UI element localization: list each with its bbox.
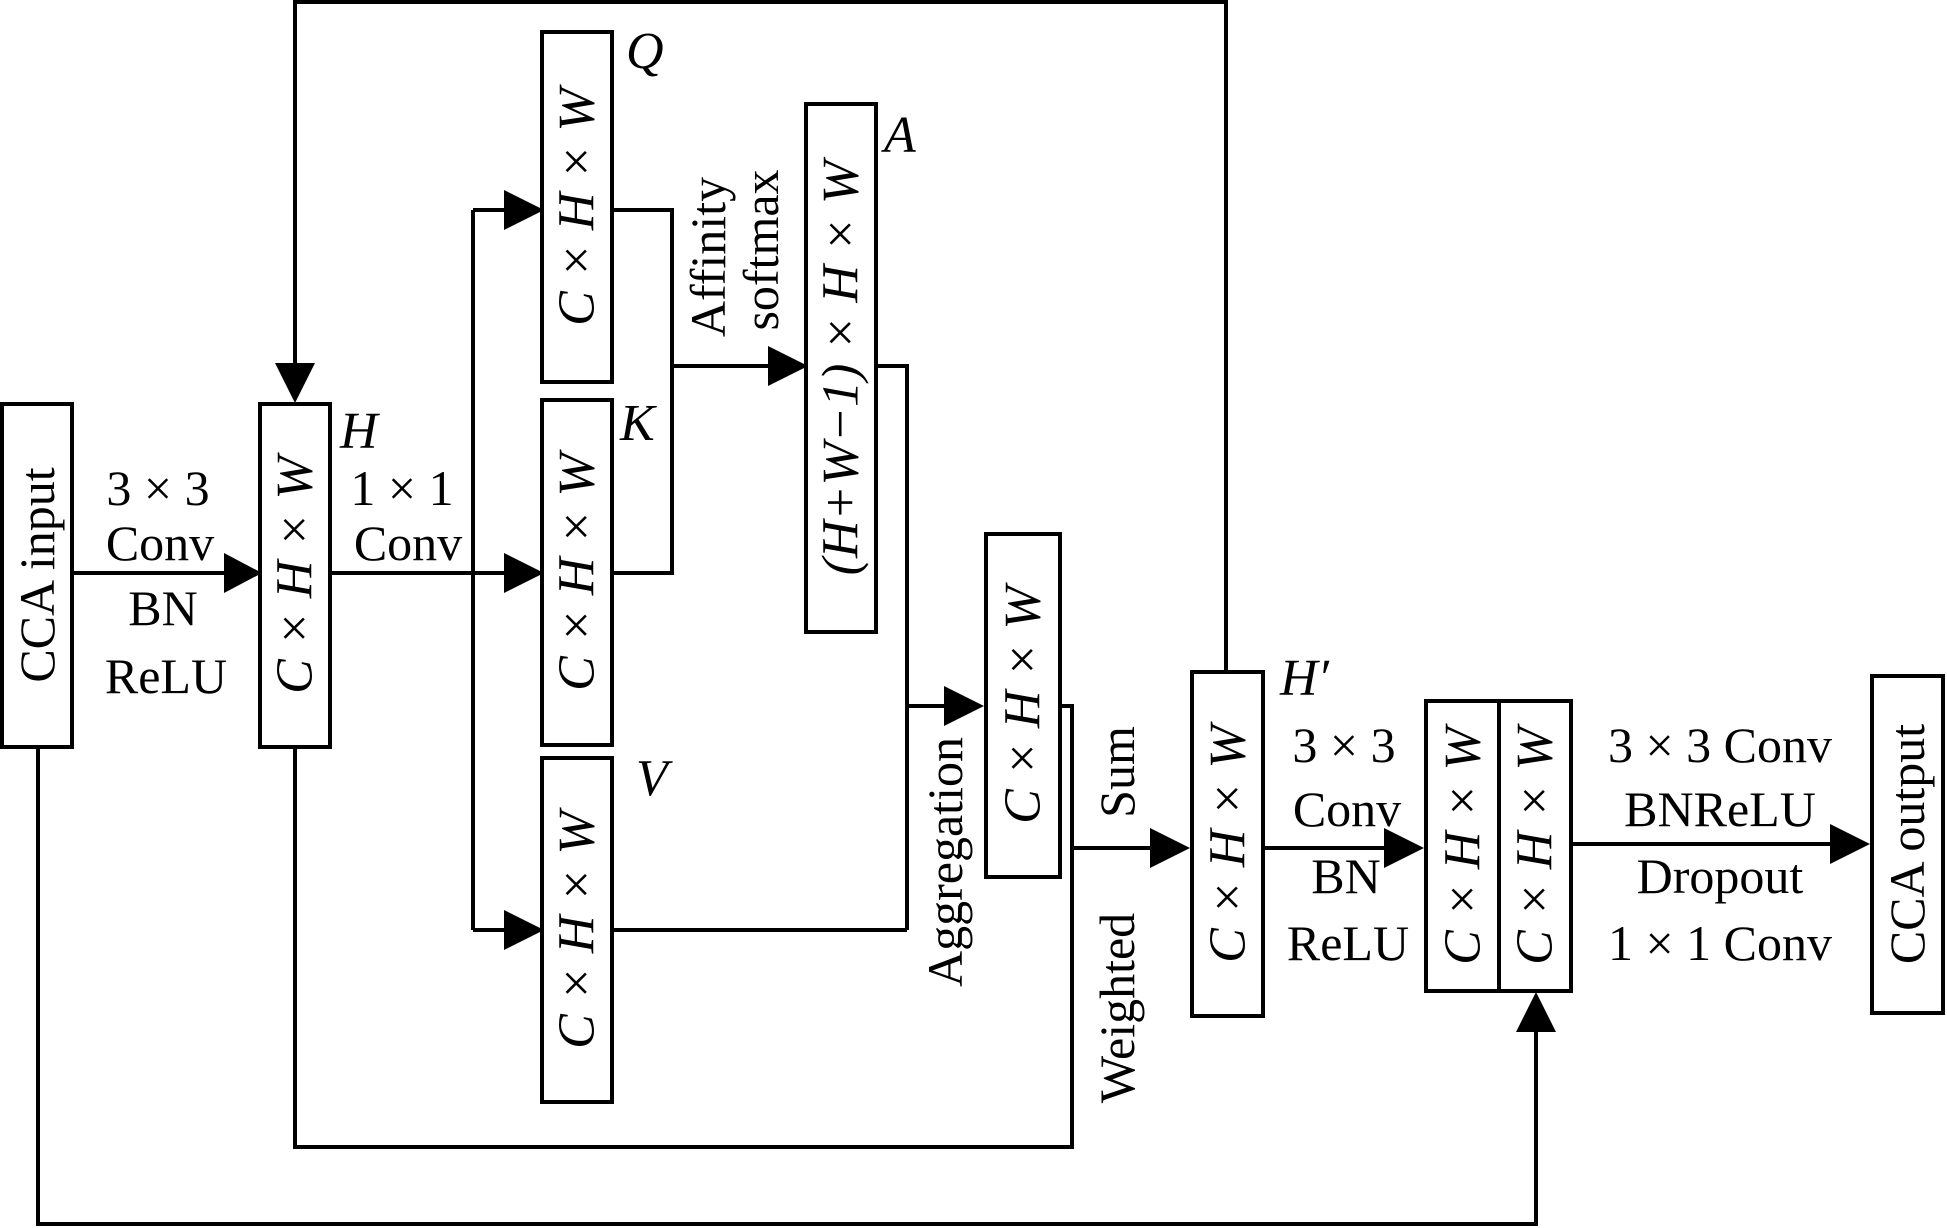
agg-box bbox=[984, 532, 1062, 879]
step4-bnrelu: BNReLU bbox=[1624, 781, 1816, 837]
h-name: H bbox=[339, 403, 380, 460]
arrowhead-to-k bbox=[504, 553, 544, 593]
step2-kernel: 1 × 1 bbox=[350, 460, 453, 516]
q-name: Q bbox=[626, 23, 664, 80]
hprime-box bbox=[1190, 670, 1265, 1018]
h-box bbox=[258, 402, 332, 749]
step1-kernel: 3 × 3 bbox=[106, 460, 209, 516]
step1-relu: ReLU bbox=[105, 648, 227, 704]
a-to-aggregation bbox=[876, 364, 909, 930]
k-box bbox=[540, 398, 614, 747]
k-to-affinity bbox=[612, 366, 674, 575]
agg-to-sum bbox=[1060, 704, 1074, 848]
arrowhead-input-to-h bbox=[224, 553, 262, 593]
step1-bn: BN bbox=[128, 580, 197, 636]
k-box-dims: C × H × W bbox=[549, 448, 606, 690]
q-box-dims: C × H × W bbox=[549, 83, 606, 325]
input-box bbox=[0, 402, 74, 749]
sum-label: Sum bbox=[1089, 726, 1145, 818]
step4-dropout: Dropout bbox=[1637, 848, 1804, 904]
output-box-label: CCA output bbox=[1879, 724, 1935, 964]
recurrence-loop bbox=[293, 0, 1228, 672]
aggregation-label: Aggregation bbox=[917, 737, 973, 987]
q-box bbox=[540, 30, 614, 384]
step3-conv: Conv bbox=[1293, 781, 1401, 837]
h-skip-to-sum bbox=[293, 747, 1074, 1149]
concat-left-dims: C × H × W bbox=[1435, 722, 1492, 964]
step3-relu: ReLU bbox=[1287, 915, 1409, 971]
h-box-dims: C × H × W bbox=[267, 451, 324, 693]
q-to-affinity bbox=[612, 208, 674, 366]
arrowhead-to-q bbox=[504, 190, 544, 230]
input-skip-to-concat bbox=[36, 747, 1538, 1226]
arrowhead-to-v bbox=[504, 910, 544, 950]
arrowhead-to-output bbox=[1830, 824, 1870, 864]
step3-bn: BN bbox=[1311, 848, 1380, 904]
arrowhead-skip-up bbox=[1516, 992, 1556, 1032]
step4-conv3: 3 × 3 Conv bbox=[1608, 717, 1832, 773]
hprime-name: H′ bbox=[1279, 650, 1331, 707]
a-name: A bbox=[881, 107, 916, 164]
concat-right-box bbox=[1497, 699, 1573, 993]
k-name: K bbox=[619, 395, 657, 452]
output-box bbox=[1870, 674, 1945, 1015]
arrowhead-to-concat bbox=[1384, 828, 1424, 868]
step3-kernel: 3 × 3 bbox=[1292, 717, 1395, 773]
step2-conv: Conv bbox=[354, 515, 462, 571]
step4-conv1: 1 × 1 Conv bbox=[1608, 915, 1832, 971]
softmax-label: softmax bbox=[733, 169, 789, 330]
arrowhead-recurrence bbox=[275, 363, 315, 403]
weighted-label: Weighted bbox=[1089, 913, 1145, 1103]
agg-box-dims: C × H × W bbox=[995, 581, 1052, 823]
arrowhead-to-hprime bbox=[1150, 828, 1190, 868]
v-box-dims: C × H × W bbox=[549, 806, 606, 1048]
step1-conv: Conv bbox=[106, 515, 214, 571]
v-name: V bbox=[636, 750, 673, 807]
hprime-box-dims: C × H × W bbox=[1200, 720, 1257, 962]
arrowhead-to-a bbox=[768, 346, 808, 386]
a-box-dims: (H+W−1) × H × W bbox=[813, 156, 870, 575]
v-box bbox=[540, 756, 614, 1104]
concat-right-dims: C × H × W bbox=[1507, 722, 1564, 964]
a-box bbox=[804, 102, 878, 634]
arrowhead-to-agg bbox=[944, 686, 984, 726]
input-box-label: CCA input bbox=[9, 467, 65, 682]
affinity-label: Affinity bbox=[680, 177, 736, 337]
